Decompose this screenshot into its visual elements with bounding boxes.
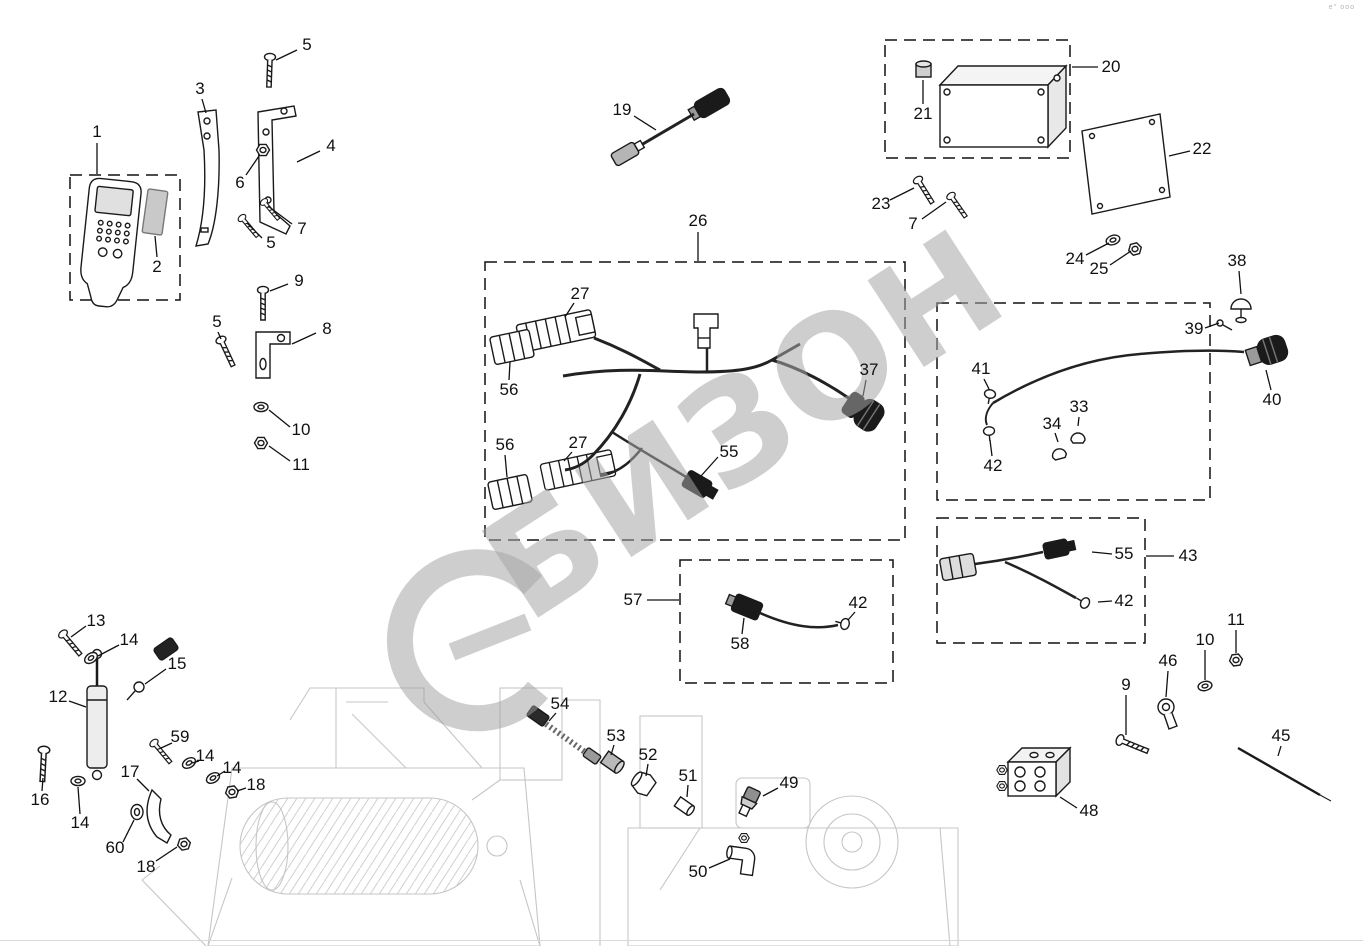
fitting-part-52 [630,771,657,797]
dashed-box-part-1 [69,174,181,301]
ball-stud-part-15 [126,681,145,701]
card-part-2 [141,188,169,236]
fitting-part-51 [673,795,696,817]
hose-fitting [153,637,179,661]
dashed-box-harness-right [936,302,1211,501]
leader-lines [41,49,1282,869]
fitting-part-53 [599,750,625,774]
screw-part-9 [256,285,270,321]
washer-part-14b [179,754,199,772]
control-box-part-20 [938,64,1068,149]
valve-block-part-48 [996,746,1072,798]
tensioner-assembly [35,627,241,852]
connector-part-55 [681,470,719,500]
nut-part-18a [223,784,241,800]
screw-part-5b [236,212,262,240]
nut-above-elbow [738,832,750,844]
bracket-part-8 [255,331,291,379]
corner-mark: е° ооо [1328,4,1355,11]
control-box-assembly [911,60,1171,257]
remote-control-part-1 [80,177,142,308]
wiring-harness-26 [486,308,885,511]
nut-part-18b [175,836,193,852]
bracket-part-3 [194,109,220,247]
pin-part-39 [1216,319,1233,331]
dashed-box-part-43 [936,517,1146,644]
mounting-hardware-right [996,652,1332,802]
ring-terminal-part-42c [833,615,852,632]
round-connector-part-37 [841,391,885,432]
screw-part-59 [147,737,175,767]
cable-assembly-57 [724,593,852,632]
dashed-box-part-57 [679,559,894,684]
screw-part-5 [262,52,277,88]
screw-part-13 [56,627,85,659]
sensor-fitting-chain [526,705,761,877]
ring-terminal-part-42b [1072,592,1093,611]
monitor-bracket-assembly [80,52,297,450]
washer-part-10b [1196,679,1214,693]
dashed-box-part-26 [484,261,906,541]
connector-part-27b [539,448,617,492]
cap-part-38 [1230,298,1252,324]
connector-part-58 [724,593,764,621]
washer-part-10 [253,401,269,413]
nut-part-11 [253,436,269,450]
round-connector-part-40 [1244,334,1289,367]
elbow-part-50 [726,845,756,877]
screw-part-23 [911,173,938,207]
cover-part-56b [486,473,534,511]
clip-part-33 [1070,432,1086,444]
cable-part-54 [526,705,602,765]
washer-part-14d [70,775,86,787]
elbow-connector [693,313,719,349]
sensor-part-49 [738,786,761,818]
screw-part-9b [1113,732,1151,758]
clamp-part-46 [1157,698,1178,730]
lever-part-17 [146,788,172,844]
connector-part-55b [1042,538,1077,560]
assembly-boxes [69,39,1211,684]
y-cable-assembly-43 [939,538,1093,611]
screw-part-5c [214,334,239,369]
ring-terminal-part-42a [982,425,997,443]
plug-part-21 [915,60,932,78]
screw-part-7b [944,190,971,221]
machine-outline [141,687,959,946]
cable-part-19 [610,87,731,167]
wiring-harness-right [982,298,1289,462]
plate-part-22 [1081,113,1171,215]
nut-part-25 [1126,241,1144,257]
washer-part-14c [203,769,223,787]
page-bottom-rule [0,940,1363,941]
nut-part-11b [1228,652,1244,668]
bushing-part-60 [130,803,144,821]
rod-part-45 [1237,746,1332,802]
screw-part-16 [35,745,51,783]
cover-part-56a [488,328,536,366]
watermark-logo [386,549,548,732]
gas-strut-part-12 [86,648,108,781]
nut-part-6 [255,143,271,157]
clip-part-34 [1050,446,1068,462]
